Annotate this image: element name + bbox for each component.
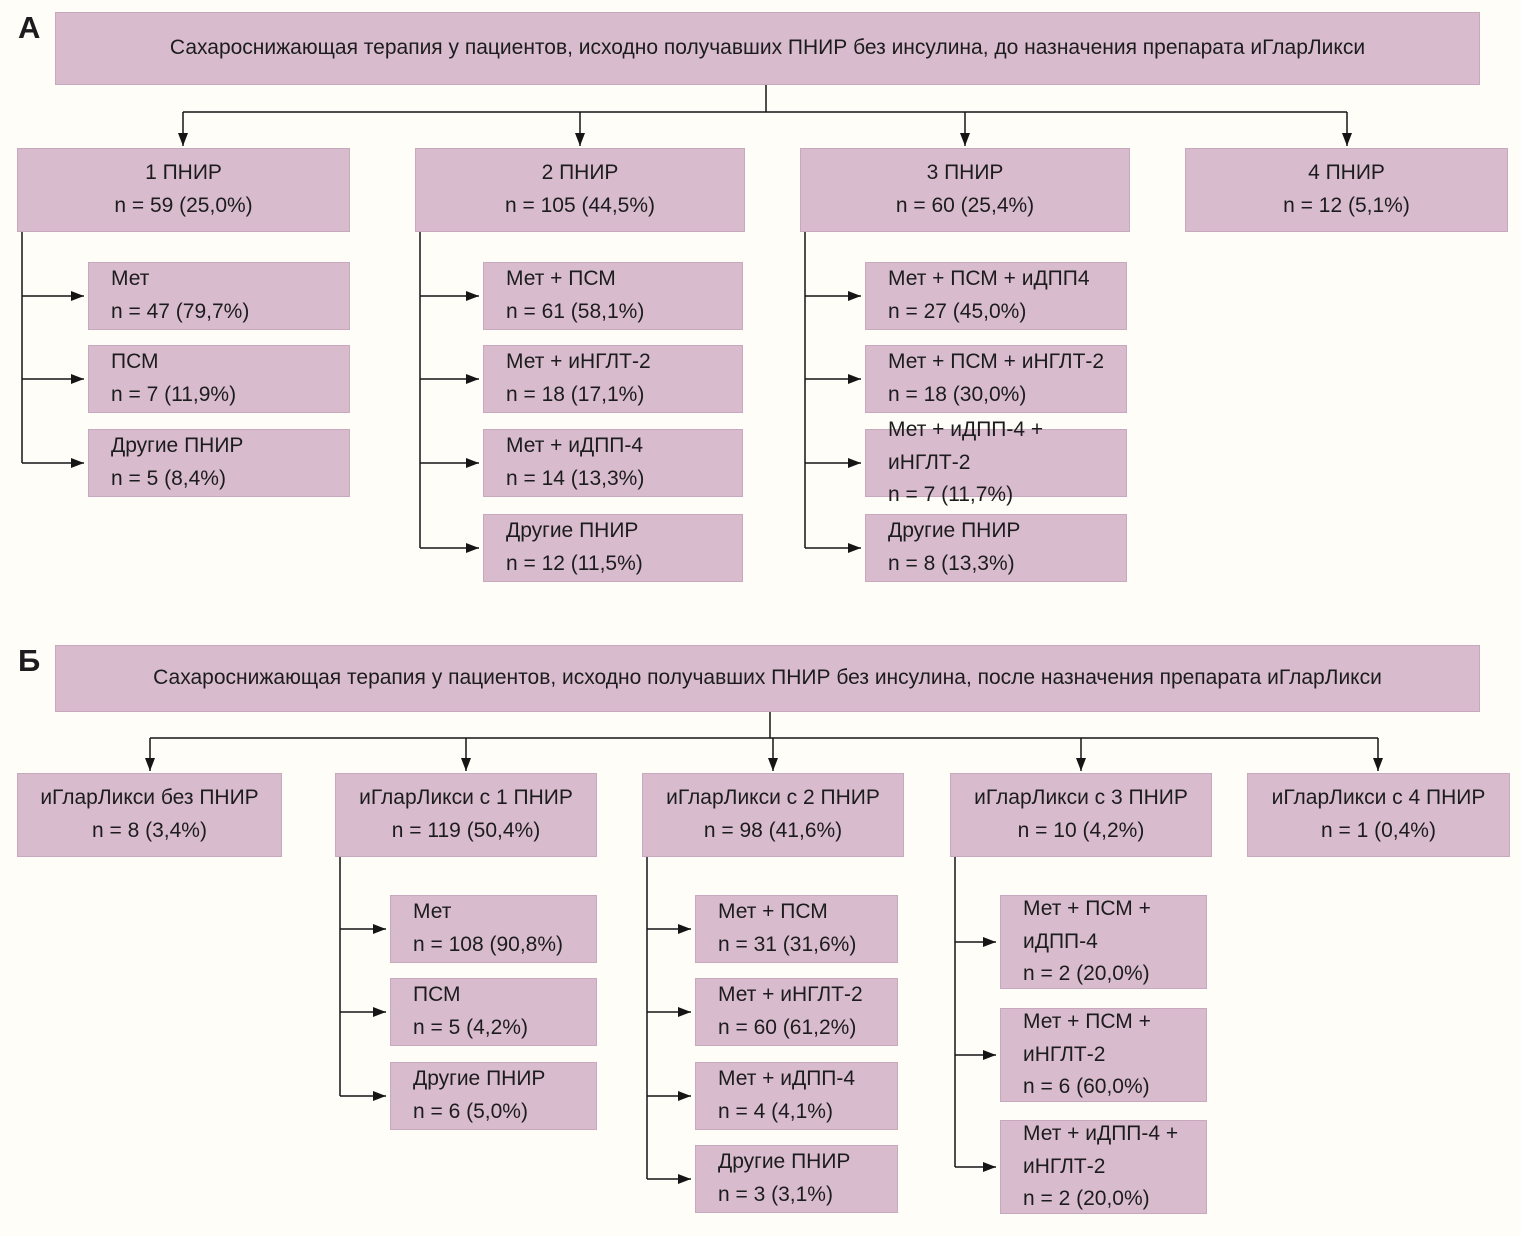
node-count: n = 59 (25,0%) — [114, 194, 253, 217]
node-count: n = 1 (0,4%) — [1321, 819, 1436, 842]
b-group-5-box: иГларЛикси с 4 ПНИР n = 1 (0,4%) — [1247, 773, 1510, 857]
b-group-2-child-2-box: ПСМ n = 5 (4,2%) — [390, 978, 597, 1046]
section-b-title: Сахароснижающая терапия у пациентов, исх… — [153, 666, 1382, 690]
node-count: n = 12 (11,5%) — [506, 552, 643, 575]
node-count: n = 98 (41,6%) — [703, 819, 843, 842]
b-group-3-box: иГларЛикси с 2 ПНИР n = 98 (41,6%) — [642, 773, 904, 857]
node-count: n = 10 (4,2%) — [1017, 819, 1145, 842]
node-label: ПСМ — [111, 350, 159, 374]
a-group-1-child-1-box: Мет n = 47 (79,7%) — [88, 262, 350, 330]
b-group-3-child-4-box: Другие ПНИР n = 3 (3,1%) — [695, 1145, 898, 1213]
a-group-1-child-3-box: Другие ПНИР n = 5 (8,4%) — [88, 429, 350, 497]
node-count: n = 18 (17,1%) — [506, 383, 645, 406]
node-label: ПСМ — [413, 983, 461, 1007]
node-label: 1 ПНИР — [145, 161, 222, 185]
node-label: Мет + иДПП-4 + иНГЛТ-2 — [1023, 1122, 1179, 1178]
b-group-4-box: иГларЛикси с 3 ПНИР n = 10 (4,2%) — [950, 773, 1212, 857]
node-count: n = 119 (50,4%) — [391, 819, 541, 842]
b-group-2-box: иГларЛикси с 1 ПНИР n = 119 (50,4%) — [335, 773, 597, 857]
node-label: Другие ПНИР — [413, 1067, 546, 1091]
node-label: Мет + иДПП-4 — [506, 434, 644, 458]
node-count: n = 108 (90,8%) — [413, 933, 564, 956]
b-group-2-child-3-box: Другие ПНИР n = 6 (5,0%) — [390, 1062, 597, 1130]
a-group-4-box: 4 ПНИР n = 12 (5,1%) — [1185, 148, 1508, 232]
node-label: Мет — [111, 267, 150, 291]
a-group-3-child-2-box: Мет + ПСМ + иНГЛТ-2 n = 18 (30,0%) — [865, 345, 1127, 413]
node-count: n = 61 (58,1%) — [506, 300, 645, 323]
a-group-1-box: 1 ПНИР n = 59 (25,0%) — [17, 148, 350, 232]
node-label: Мет + ПСМ + иДПП-4 — [1023, 897, 1151, 953]
node-count: n = 27 (45,0%) — [888, 300, 1027, 323]
node-count: n = 47 (79,7%) — [111, 300, 250, 323]
a-group-2-child-1-box: Мет + ПСМ n = 61 (58,1%) — [483, 262, 743, 330]
b-group-4-child-2-box: Мет + ПСМ + иНГЛТ-2 n = 6 (60,0%) — [1000, 1008, 1207, 1102]
a-group-3-box: 3 ПНИР n = 60 (25,4%) — [800, 148, 1130, 232]
b-group-2-child-1-box: Мет n = 108 (90,8%) — [390, 895, 597, 963]
node-label: Мет + ПСМ + иНГЛТ-2 — [1023, 1010, 1151, 1066]
node-label: Другие ПНИР — [506, 519, 639, 543]
node-label: Мет + ПСМ + иДПП4 — [888, 267, 1090, 291]
a-group-1-child-2-box: ПСМ n = 7 (11,9%) — [88, 345, 350, 413]
node-count: n = 6 (5,0%) — [413, 1100, 528, 1123]
node-label: Мет + иДПП-4 + иНГЛТ-2 — [888, 418, 1044, 474]
node-label: иГларЛикси с 1 ПНИР — [359, 786, 573, 810]
node-label: Другие ПНИР — [718, 1150, 851, 1174]
node-label: иГларЛикси с 2 ПНИР — [666, 786, 880, 810]
node-count: n = 31 (31,6%) — [718, 933, 857, 956]
node-count: n = 8 (13,3%) — [888, 552, 1015, 575]
b-group-4-child-1-box: Мет + ПСМ + иДПП-4 n = 2 (20,0%) — [1000, 895, 1207, 989]
node-label: Мет + иДПП-4 — [718, 1067, 856, 1091]
node-label: Мет + иНГЛТ-2 — [506, 350, 651, 374]
node-count: n = 2 (20,0%) — [1023, 1187, 1150, 1211]
node-label: Мет + ПСМ — [506, 267, 616, 291]
node-count: n = 14 (13,3%) — [506, 467, 645, 490]
b-group-3-child-1-box: Мет + ПСМ n = 31 (31,6%) — [695, 895, 898, 963]
node-label: иГларЛикси без ПНИР — [40, 786, 259, 810]
node-label: Другие ПНИР — [888, 519, 1021, 543]
node-label: Мет + ПСМ + иНГЛТ-2 — [888, 350, 1105, 374]
node-label: Другие ПНИР — [111, 434, 244, 458]
section-a-title-box: Сахароснижающая терапия у пациентов, исх… — [55, 12, 1480, 85]
node-count: n = 60 (61,2%) — [718, 1016, 857, 1039]
a-group-2-child-2-box: Мет + иНГЛТ-2 n = 18 (17,1%) — [483, 345, 743, 413]
a-group-3-child-1-box: Мет + ПСМ + иДПП4 n = 27 (45,0%) — [865, 262, 1127, 330]
node-count: n = 60 (25,4%) — [895, 194, 1035, 217]
node-count: n = 4 (4,1%) — [718, 1100, 833, 1123]
node-label: 4 ПНИР — [1308, 161, 1385, 185]
section-b-label: Б — [18, 643, 41, 678]
node-count: n = 5 (4,2%) — [413, 1016, 528, 1039]
node-count: n = 6 (60,0%) — [1023, 1075, 1150, 1099]
section-a-title: Сахароснижающая терапия у пациентов, исх… — [169, 36, 1366, 60]
node-count: n = 7 (11,7%) — [888, 483, 1014, 507]
node-count: n = 18 (30,0%) — [888, 383, 1027, 406]
node-label: 2 ПНИР — [541, 161, 619, 185]
node-label: иГларЛикси с 3 ПНИР — [974, 786, 1188, 810]
node-label: Мет — [413, 900, 452, 924]
b-group-4-child-3-box: Мет + иДПП-4 + иНГЛТ-2 n = 2 (20,0%) — [1000, 1120, 1207, 1214]
node-count: n = 3 (3,1%) — [718, 1183, 833, 1206]
a-group-2-child-3-box: Мет + иДПП-4 n = 14 (13,3%) — [483, 429, 743, 497]
section-a-label: А — [18, 10, 41, 45]
a-group-2-child-4-box: Другие ПНИР n = 12 (11,5%) — [483, 514, 743, 582]
node-count: n = 12 (5,1%) — [1283, 194, 1410, 217]
node-label: Мет + иНГЛТ-2 — [718, 983, 863, 1007]
a-group-2-box: 2 ПНИР n = 105 (44,5%) — [415, 148, 745, 232]
b-group-1-box: иГларЛикси без ПНИР n = 8 (3,4%) — [17, 773, 282, 857]
b-group-3-child-2-box: Мет + иНГЛТ-2 n = 60 (61,2%) — [695, 978, 898, 1046]
node-count: n = 8 (3,4%) — [92, 819, 207, 842]
node-count: n = 7 (11,9%) — [111, 383, 237, 406]
section-b-title-box: Сахароснижающая терапия у пациентов, исх… — [55, 645, 1480, 712]
node-label: 3 ПНИР — [926, 161, 1004, 185]
b-group-3-child-3-box: Мет + иДПП-4 n = 4 (4,1%) — [695, 1062, 898, 1130]
a-group-3-child-3-box: Мет + иДПП-4 + иНГЛТ-2 n = 7 (11,7%) — [865, 418, 1127, 506]
node-count: n = 2 (20,0%) — [1023, 962, 1150, 986]
node-count: n = 105 (44,5%) — [504, 194, 655, 217]
node-label: иГларЛикси с 4 ПНИР — [1271, 786, 1486, 810]
a-group-3-child-4-box: Другие ПНИР n = 8 (13,3%) — [865, 514, 1127, 582]
node-count: n = 5 (8,4%) — [111, 467, 226, 490]
node-label: Мет + ПСМ — [718, 900, 828, 924]
